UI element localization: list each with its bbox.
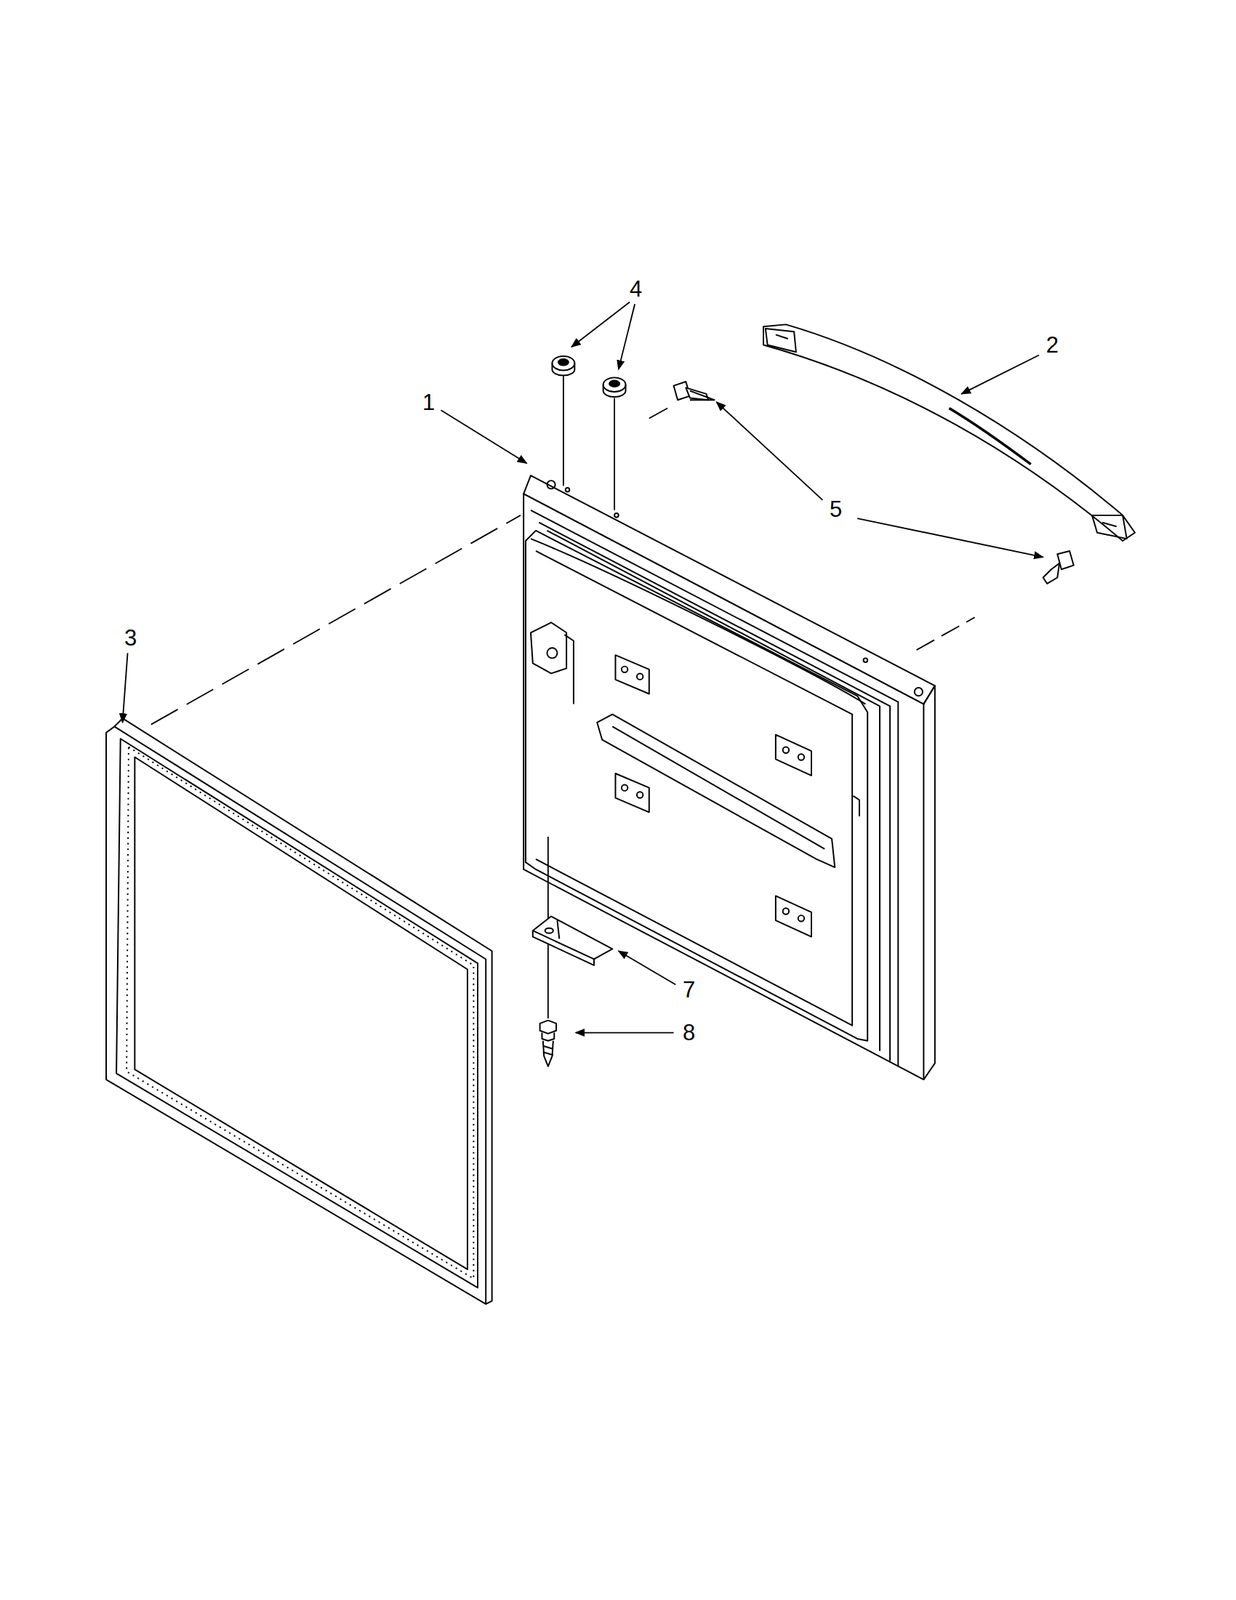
freezer-door: [523, 475, 935, 1080]
callout-number: 8: [682, 1021, 696, 1045]
assembly-lines: [151, 375, 975, 1019]
callout-number: 7: [682, 978, 696, 1002]
callout-number: 2: [1046, 333, 1059, 357]
callout-number: 1: [422, 391, 435, 414]
leader-lines: [122, 301, 1044, 1033]
door-handle: [763, 324, 1135, 541]
handle-screws: [673, 381, 1074, 584]
door-gasket: [106, 718, 493, 1305]
callout-number: 4: [629, 277, 642, 301]
bracket-screw: [540, 1020, 557, 1067]
mounting-pads: [615, 655, 812, 937]
callout-number: 3: [124, 626, 137, 650]
door-bracket: [532, 916, 613, 966]
callout-number: 5: [829, 498, 842, 521]
